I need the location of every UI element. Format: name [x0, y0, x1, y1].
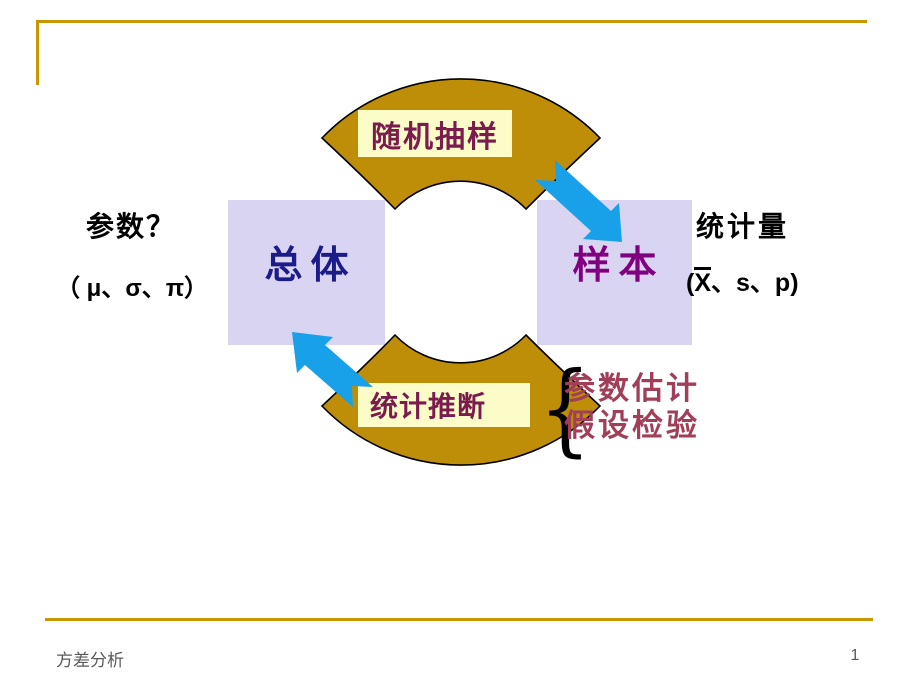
inference-item-hypothesis-testing: 假设检验: [564, 408, 700, 443]
arrow-up-left-icon: [292, 332, 373, 407]
statistical-inference-tag: 统计推断: [358, 383, 530, 427]
left-brace: {: [539, 350, 592, 467]
top-rule: [37, 20, 867, 23]
statistic-paren-open: (: [686, 269, 695, 297]
parameter-heading: 参数？: [86, 211, 177, 242]
statistic-heading: 统计量: [696, 211, 790, 242]
footer-title: 方差分析: [56, 651, 124, 670]
bottom-rule: [45, 618, 873, 621]
population-box: 总体: [228, 200, 385, 345]
x-bar-symbol: X: [694, 267, 712, 297]
population-label: 总体: [264, 245, 357, 287]
page-number: 1: [850, 647, 860, 664]
parameter-symbols: （ μ、σ、π）: [56, 275, 209, 302]
arrow-down-right-icon: [535, 160, 622, 242]
random-sampling-tag: 随机抽样: [358, 110, 512, 157]
statistical-inference-label: 统计推断: [370, 391, 487, 422]
statistic-symbols-rest: 、s、p): [711, 269, 799, 297]
sample-box: 样本: [537, 200, 692, 345]
random-sampling-label: 随机抽样: [371, 120, 499, 154]
inference-item-parameter-estimation: 参数估计: [564, 371, 700, 406]
statistic-symbols: (X、s、p): [686, 263, 799, 299]
inference-items: 参数估计 假设检验: [564, 370, 700, 444]
sample-label: 样本: [572, 245, 665, 287]
left-corner-rule: [36, 20, 39, 85]
